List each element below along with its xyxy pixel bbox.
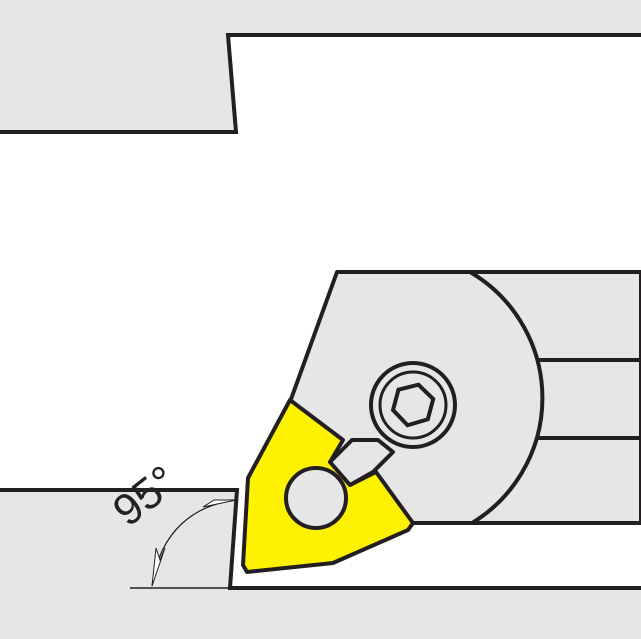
hex-screw-icon [390, 382, 436, 428]
insert-hole [284, 466, 348, 530]
lower-workpiece [0, 490, 641, 639]
clamp [328, 361, 457, 487]
